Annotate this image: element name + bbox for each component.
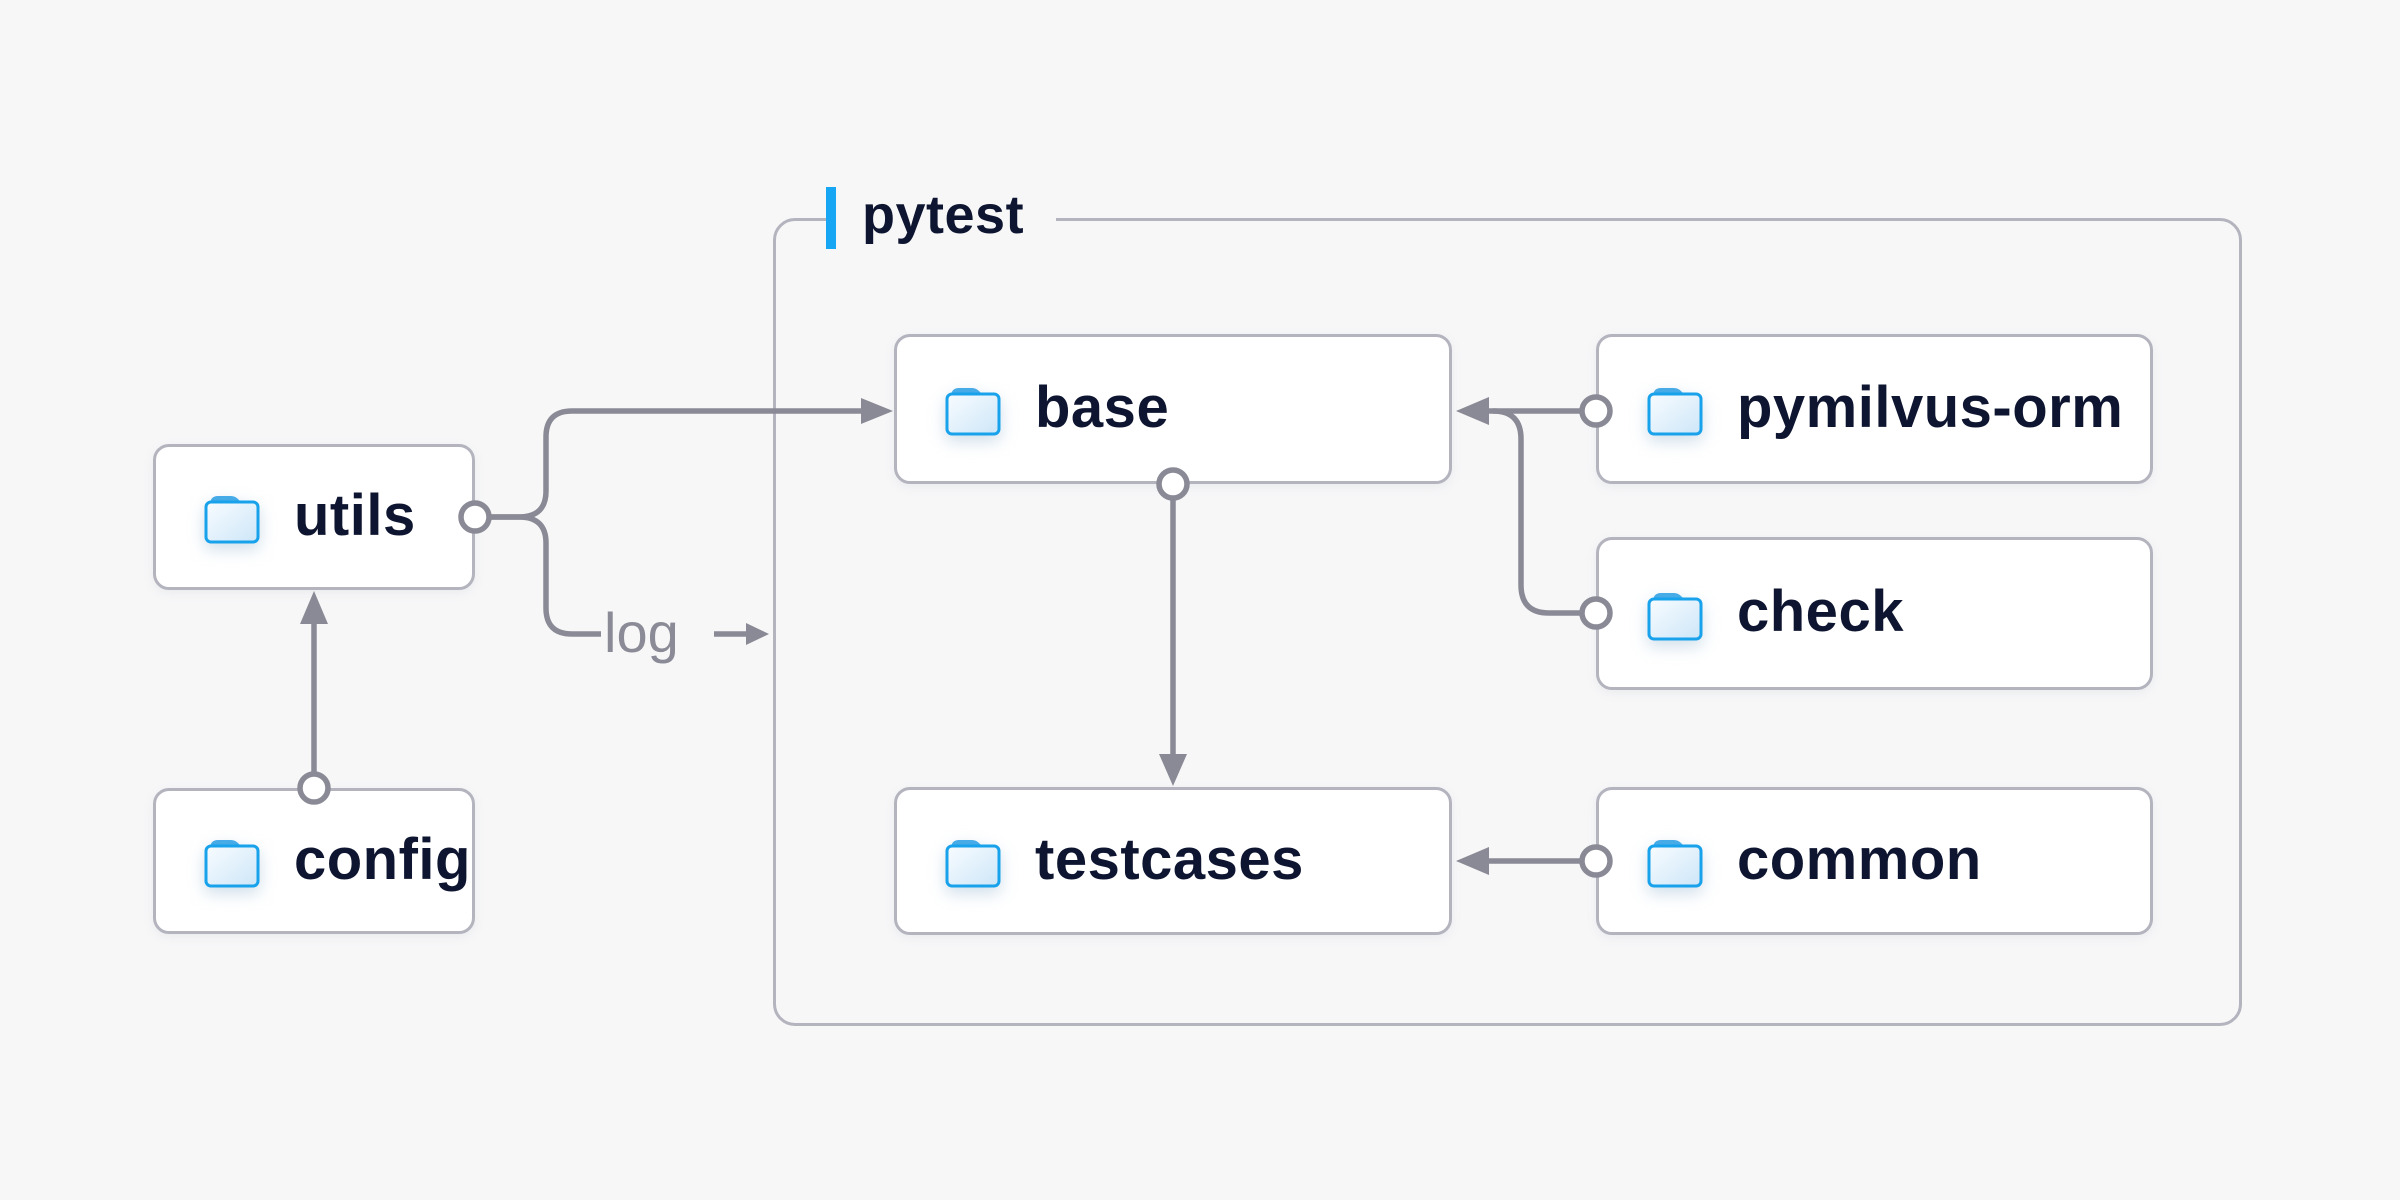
node-config: config — [153, 788, 475, 934]
pytest-group-label: pytest — [826, 185, 1057, 249]
node-check: check — [1596, 537, 2153, 690]
node-label: utils — [294, 482, 416, 548]
folder-icon — [1647, 388, 1703, 436]
node-label: pymilvus-orm — [1737, 374, 2124, 440]
node-utils: utils — [153, 444, 475, 590]
folder-icon — [204, 840, 260, 888]
node-label: check — [1737, 579, 1904, 644]
folder-icon — [204, 496, 260, 544]
accent-bar-icon — [826, 187, 836, 249]
folder-icon — [1647, 592, 1703, 640]
log-arrow-icon — [746, 623, 769, 645]
folder-icon — [1647, 840, 1703, 888]
pytest-group-box — [773, 218, 2242, 1026]
folder-icon — [945, 388, 1001, 436]
node-pymilvus-orm: pymilvus-orm — [1596, 334, 2153, 484]
node-label: testcases — [1035, 826, 1304, 892]
node-label: config — [294, 826, 471, 892]
connector-config-to-utils — [297, 591, 331, 805]
log-edge-label: log — [604, 601, 679, 664]
node-label: base — [1035, 374, 1170, 440]
arrowhead-up-icon — [300, 591, 328, 624]
node-base: base — [894, 334, 1452, 484]
node-testcases: testcases — [894, 787, 1452, 935]
node-label: common — [1737, 826, 1982, 892]
node-common: common — [1596, 787, 2153, 935]
folder-icon — [945, 840, 1001, 888]
pytest-group-title: pytest — [862, 185, 1025, 245]
